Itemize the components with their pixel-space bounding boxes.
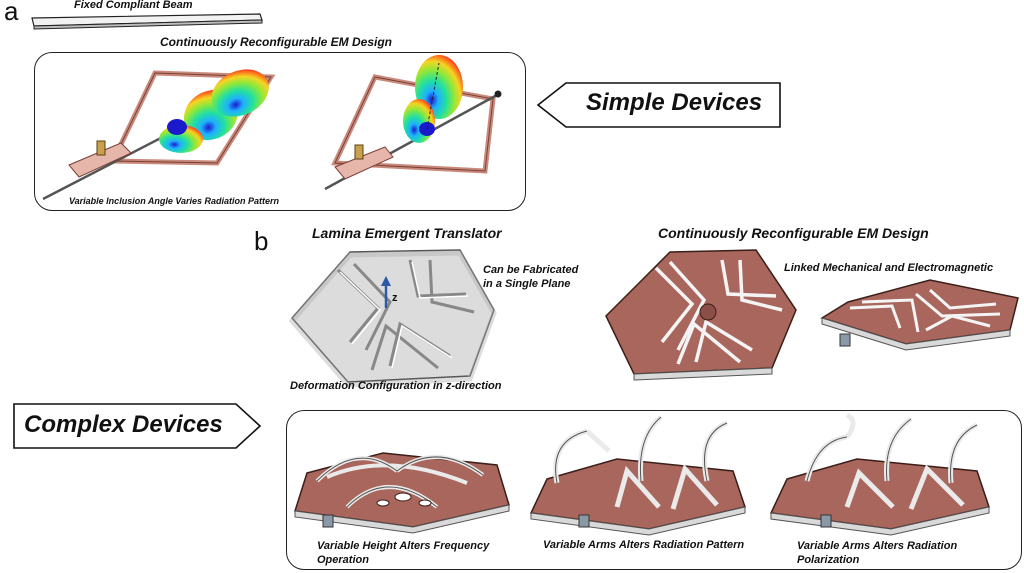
device-arms-polarization bbox=[769, 412, 990, 536]
let-title: Lamina Emergent Translator bbox=[312, 225, 502, 241]
right-device bbox=[324, 55, 502, 191]
simple-devices-arrow: Simple Devices bbox=[536, 80, 782, 130]
complex-devices-arrow: Complex Devices bbox=[12, 402, 262, 450]
caption-arms-polarization: Variable Arms Alters Radiation Polarizat… bbox=[797, 540, 958, 566]
device-variable-height bbox=[294, 452, 510, 534]
left-device bbox=[42, 69, 276, 201]
em-title: Continuously Reconfigurable EM Design bbox=[658, 225, 929, 241]
z-axis-label: z bbox=[392, 292, 398, 304]
let-hexagon bbox=[288, 249, 497, 388]
let-note: Can be Fabricated in a Single Plane bbox=[483, 264, 579, 290]
panel-a-caption: Variable Inclusion Angle Varies Radiatio… bbox=[69, 196, 280, 206]
panel-a-box: Variable Inclusion Angle Varies Radiatio… bbox=[34, 52, 526, 211]
simple-devices-arrow-shape bbox=[536, 82, 781, 128]
complex-devices-illustration bbox=[294, 412, 990, 536]
beam-drawing bbox=[31, 13, 263, 30]
em-illustration bbox=[600, 246, 1024, 381]
caption-variable-height: Variable Height Alters Frequency Operati… bbox=[317, 540, 490, 566]
panel-a-title: Continuously Reconfigurable EM Design bbox=[160, 35, 393, 49]
fixed-compliant-beam bbox=[30, 12, 263, 30]
let-caption: Deformation Configuration in z-direction bbox=[290, 380, 502, 392]
let-illustration: z bbox=[288, 246, 500, 388]
panel-b-letter: b bbox=[254, 226, 269, 256]
beam-label: Fixed Compliant Beam bbox=[74, 0, 193, 11]
simple-devices-label: Simple Devices bbox=[586, 89, 763, 116]
panel-a-letter: a bbox=[4, 0, 19, 26]
em-hexagons bbox=[605, 249, 1019, 381]
complex-devices-label: Complex Devices bbox=[24, 411, 223, 438]
complex-devices-arrow-shape bbox=[13, 403, 262, 449]
em-note: Linked Mechanical and Electromagnetic bbox=[784, 262, 994, 274]
complex-devices-box: Variable Height Alters Frequency Operati… bbox=[286, 410, 1022, 570]
device-arms-pattern bbox=[529, 415, 746, 536]
caption-arms-pattern: Variable Arms Alters Radiation Pattern bbox=[543, 539, 745, 551]
panel-a-illustration bbox=[42, 55, 502, 201]
